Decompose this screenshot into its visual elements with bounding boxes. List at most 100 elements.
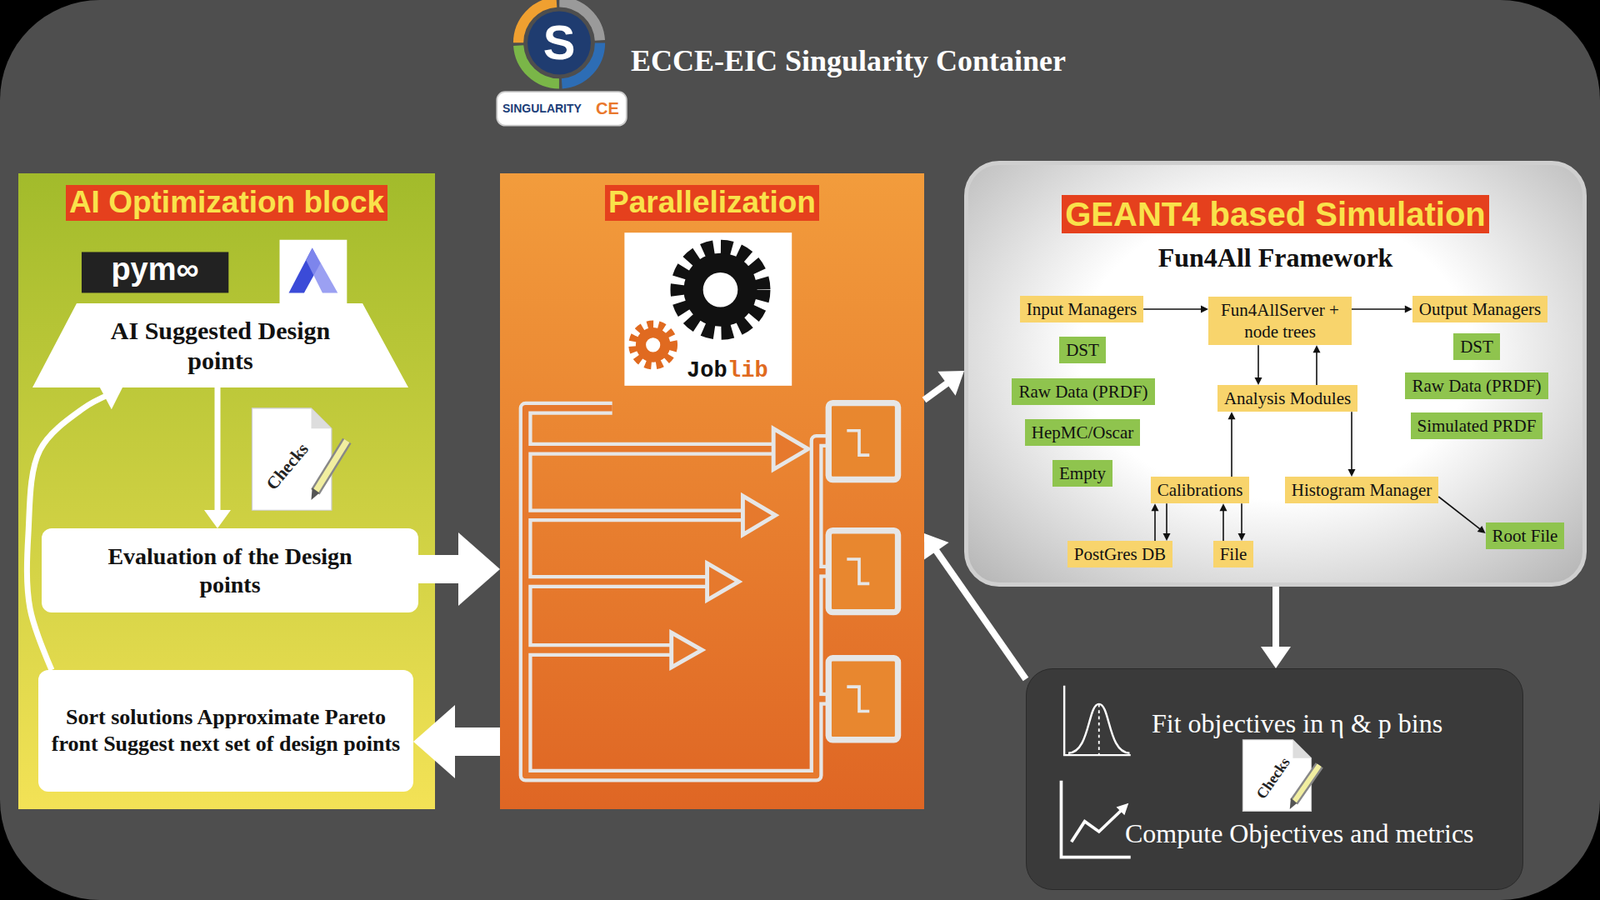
process-box: Calibrations [1150,476,1250,504]
process-box: Raw Data (PRDF) [1011,378,1155,405]
flow-arrow [1260,586,1291,669]
flow-arrow [1220,503,1228,541]
flow-arrow [1163,503,1171,541]
singularity-logo [518,1,600,84]
arrow-head [1313,345,1321,353]
checks-icon [1292,740,1311,759]
panel-heading: GEANT4 based Simulation [1061,195,1490,234]
flow-arrow [924,370,965,400]
arrow-head [1228,411,1236,420]
joblib-logo [632,324,674,365]
process-box: Input Managers [1020,295,1144,323]
process-box: Raw Data (PRDF) [1405,372,1548,400]
parallel-pipes [671,632,703,668]
gaussian-icon [1064,685,1131,755]
arrow-head [937,370,965,396]
flow-arrow [1151,503,1160,541]
panel-heading: AI Optimization block [65,185,388,221]
logo-wordmark: SINGULARITY [502,100,582,117]
design-trapezoid: AI Suggested Design points [32,303,409,388]
node-text: PostGres DB [1074,543,1166,565]
ax-logo [280,240,348,305]
node-text: Evaluation of the Design points [105,542,355,599]
arrow-head [1200,305,1209,314]
flow-arrow [1351,305,1413,314]
gaussian-icon [1068,704,1130,754]
checks-icon [251,408,347,510]
singularity-logo [496,91,627,125]
arrow-head [924,533,950,560]
connector-line [1272,586,1280,654]
process-box: DST [1453,333,1500,360]
checks-icon [1294,765,1320,802]
singularity-logo [518,1,600,84]
parallel-pipes [773,428,809,470]
connector-line [1230,416,1233,476]
checks-icon [1290,798,1298,810]
gaussian-icon [1064,685,1131,755]
node-text: Histogram Manager [1291,479,1433,501]
node-text: AI Suggested Design points [108,315,334,376]
parallelization-panel: Parallelization [500,173,925,810]
joblib-logo [635,327,671,363]
gaussian-icon [1098,704,1100,755]
checks-icon [310,408,331,429]
node-text: Raw Data (PRDF) [1411,375,1541,397]
connector-line [1350,411,1353,471]
connector-line [418,555,471,584]
illustration [81,1,1320,857]
sort-box: Sort solutions Approximate Pareto front … [38,670,414,792]
optimization-panel: AI Optimization block AI Suggested Design… [18,173,435,810]
connector-line [1154,508,1156,540]
node-text: Fit objectives in η & p bins [1151,707,1523,740]
flow-arrow [413,705,500,779]
trapezoid-shape [32,303,409,388]
joblib-logo [677,246,764,333]
logo-wordmark: lib [727,358,769,384]
arrow-head [413,705,455,779]
connector-line [26,394,110,670]
node-text: HepMC/Oscar [1031,421,1134,444]
connector-line [924,380,952,400]
joblib-logo [703,272,739,308]
process-box: Root File [1485,522,1565,550]
node-text: Root File [1492,525,1559,547]
checks-icon [1242,740,1311,812]
singularity-logo [518,1,600,84]
arrow-head [1220,503,1228,511]
ax-logo [289,248,321,294]
singularity-logo [496,1,627,125]
process-box: Analysis Modules [1217,385,1358,412]
connector-line [442,727,500,756]
worker-box [828,403,898,480]
graph-icon [1071,810,1122,842]
node-text: Analysis Modules [1224,387,1351,410]
process-box: Fun4AllServer + node trees [1208,296,1352,346]
diagram-title: ECCE-EIC Singularity Container [630,43,1066,79]
checks-icon [1242,740,1320,812]
connector-line [1165,503,1168,535]
parallel-pipes [525,408,830,776]
worker-box [828,530,898,613]
checks-icon [310,487,320,500]
arrow-head [1151,503,1160,511]
worker-box [846,686,870,711]
flow-arrow [26,384,123,670]
flow-arrow [1348,411,1356,477]
arrow-head [1238,533,1246,541]
parallel-pipes [742,495,775,535]
flow-arrow [1255,345,1263,385]
logo-letter: S [534,14,585,71]
arrow-head [1260,646,1291,669]
node-text: DST [1065,339,1100,361]
process-box: PostGres DB [1067,540,1173,568]
ax-logo [305,248,338,294]
arrow-head [458,532,500,606]
node-text: Calibrations [1157,479,1244,501]
node-text: Fun4All Framework [968,241,1583,274]
flow-arrow [924,533,1026,680]
graph-icon [1060,780,1130,858]
connector-line [1351,308,1407,310]
